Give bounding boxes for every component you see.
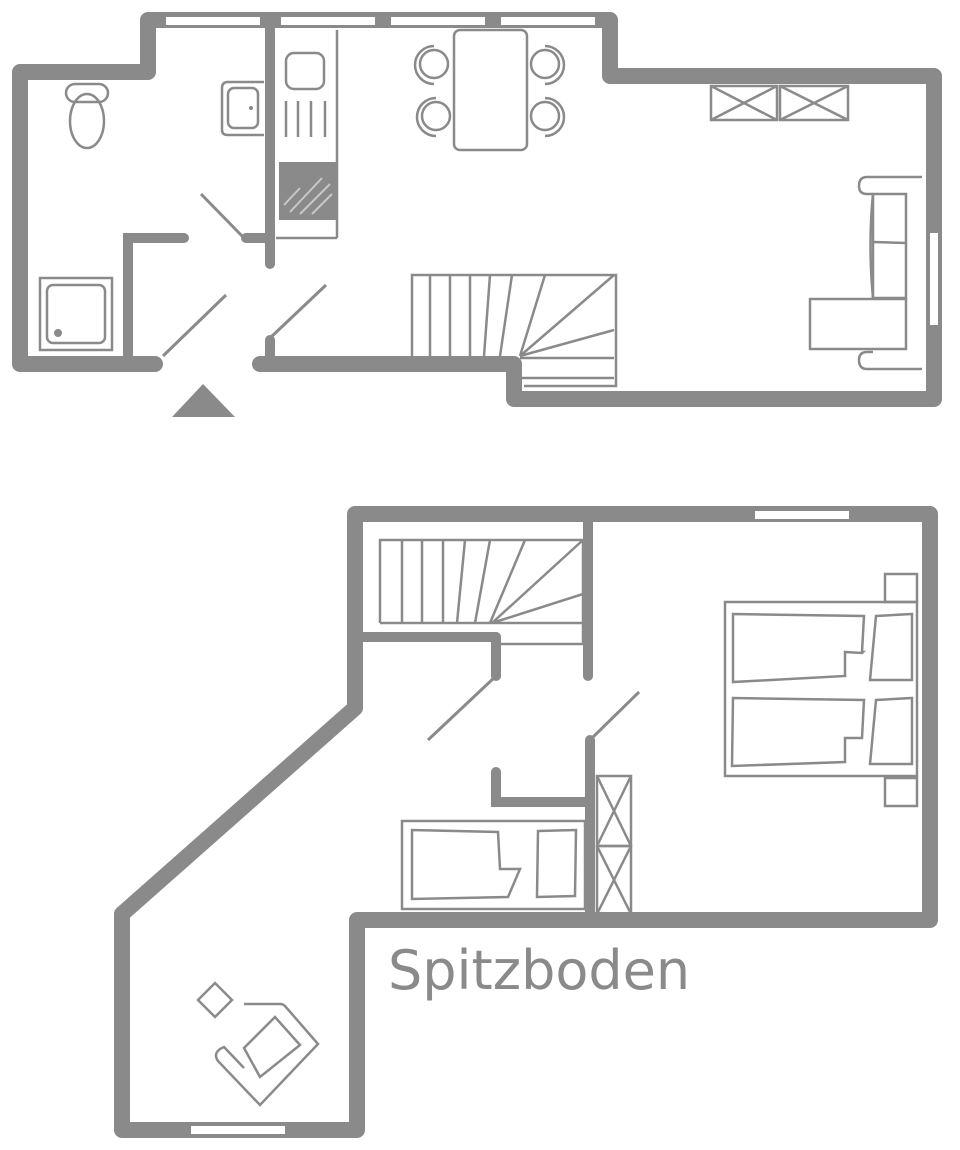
- attic-floor: [114, 506, 938, 1138]
- sofa-icon: [808, 175, 922, 371]
- shower-icon: [38, 276, 114, 352]
- interior-wall: [123, 233, 189, 361]
- kitchen-counter: [276, 30, 339, 240]
- entrance-door[interactable]: [161, 293, 228, 358]
- armchair-icon: [196, 981, 320, 1107]
- floor-label: Spitzboden: [388, 939, 691, 1002]
- ground-floor: [12, 12, 942, 417]
- dining-table: [413, 28, 566, 152]
- chair-icon: [529, 96, 566, 138]
- toilet-icon: [64, 82, 110, 150]
- ground-outer-wall: [12, 12, 942, 407]
- door[interactable]: [268, 283, 328, 340]
- window: [928, 231, 940, 327]
- window: [189, 1124, 287, 1136]
- staircase: [410, 273, 618, 388]
- window: [279, 15, 377, 27]
- cabinet: [709, 84, 850, 122]
- stove-icon: [279, 162, 336, 220]
- nightstand: [883, 776, 919, 808]
- cooktop-icon: [284, 101, 327, 137]
- kitchen-sink-icon: [284, 51, 326, 91]
- double-bed-icon: [723, 572, 919, 808]
- staircase: [378, 538, 585, 646]
- door[interactable]: [199, 192, 246, 240]
- door[interactable]: [426, 674, 498, 742]
- single-bed-icon: [400, 819, 587, 911]
- interior-wall: [491, 767, 593, 807]
- window: [389, 15, 487, 27]
- chair-icon: [529, 44, 566, 86]
- side-table: [196, 981, 234, 1019]
- chair-icon: [413, 44, 450, 86]
- window: [753, 509, 851, 521]
- sink-icon: [220, 80, 264, 137]
- nightstand: [883, 572, 919, 604]
- window: [499, 15, 597, 27]
- wardrobe: [595, 774, 633, 916]
- chair-icon: [415, 96, 452, 138]
- window: [164, 15, 262, 27]
- entrance-triangle-icon: [172, 384, 235, 417]
- door[interactable]: [588, 690, 641, 742]
